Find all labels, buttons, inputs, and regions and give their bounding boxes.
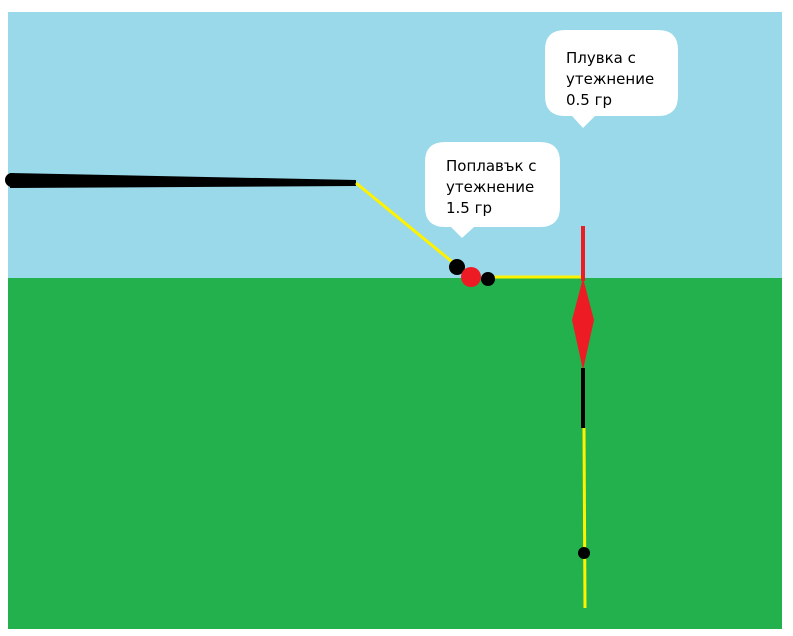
red-float-ball [461,267,481,287]
callout-line: Плувка с [566,49,636,67]
callout-line: утежнение [446,178,535,196]
callout-float-text: Плувка с утежнение 0.5 гр [566,48,654,111]
callout-bobber-text: Поплавък с утежнение 1.5 гр [446,156,537,219]
weight-ball-left [449,259,465,275]
float-body [572,278,594,370]
callout-line: утежнение [566,70,655,88]
weight-ball-right [481,272,495,286]
fishing-rod [10,173,356,188]
rod-butt [5,173,19,187]
float-antenna [581,226,585,281]
callout-bubble-float [545,30,678,128]
callout-line: 1.5 гр [446,199,493,217]
callout-line: 0.5 гр [566,91,613,109]
fishing-line-underwater [582,427,587,609]
fishing-line-top [355,181,457,267]
callout-bubble-bobber [425,142,560,238]
float-keel [581,368,585,428]
water [8,278,782,629]
callout-line: Поплавък с [446,157,537,175]
sinker-shot [578,547,590,559]
